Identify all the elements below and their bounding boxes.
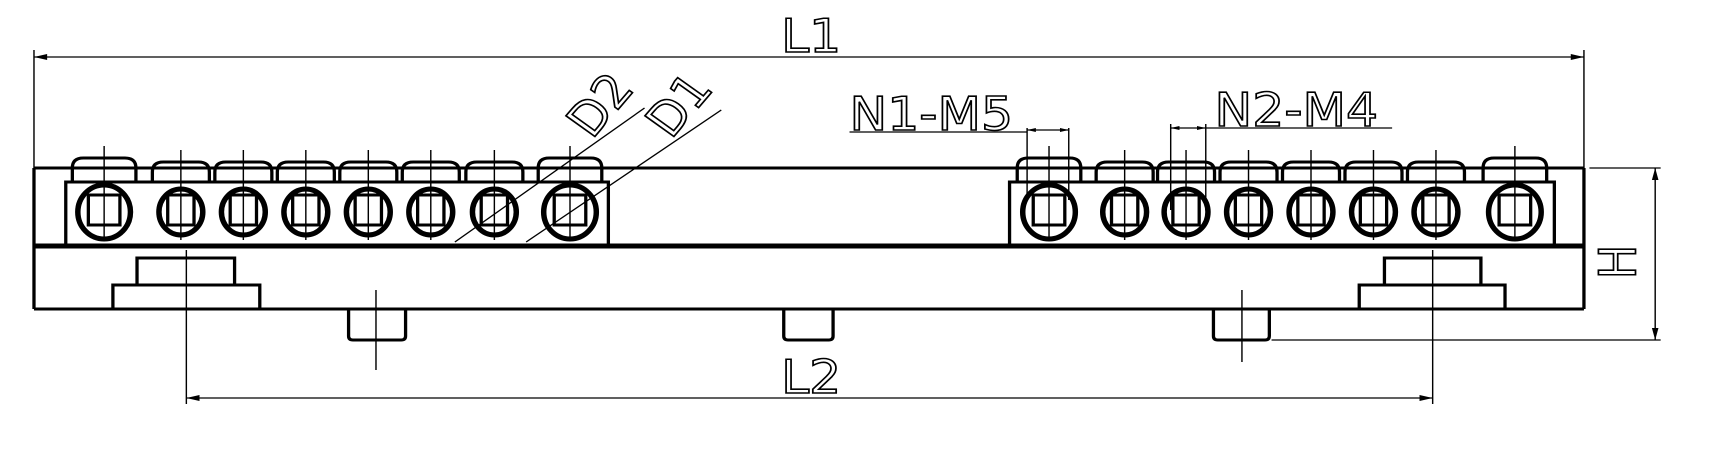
label-n1-m5: N1-M5 <box>850 88 1014 141</box>
label-l1: L1 <box>781 10 841 63</box>
terminal-large <box>536 146 604 242</box>
dimension-l1: L1 <box>33 9 1585 168</box>
terminal-small <box>1094 150 1155 240</box>
terminal-large <box>1481 146 1549 242</box>
terminal-small <box>338 150 399 240</box>
label-d2: D2 <box>556 63 646 147</box>
right-terminal-block <box>1007 146 1556 248</box>
busbar-body <box>32 166 1586 311</box>
label-l2: L2 <box>781 351 841 404</box>
terminal-small <box>213 150 274 240</box>
terminal-small <box>464 150 525 240</box>
terminal-small <box>1405 150 1467 240</box>
dimension-l2: L2 <box>186 350 1433 405</box>
terminal-large <box>70 146 138 242</box>
left-terminal-block <box>64 146 611 248</box>
terminal-small <box>275 150 336 240</box>
label-d1: D1 <box>635 63 725 147</box>
label-n2-m4: N2-M4 <box>1215 84 1379 137</box>
label-h: H <box>1589 245 1648 280</box>
dimension-d2: D2 <box>454 62 646 243</box>
terminal-small <box>1218 150 1279 240</box>
terminal-small <box>1155 150 1217 240</box>
terminal-small <box>400 150 461 240</box>
terminal-small <box>1280 150 1342 240</box>
dimension-h: H <box>1271 167 1661 341</box>
terminal-large <box>1015 146 1083 242</box>
dimension-n2-m4: N2-M4 <box>1169 83 1393 210</box>
terminal-small <box>150 150 212 240</box>
bottom-tabs <box>346 290 1271 370</box>
right-mount-foot <box>1357 250 1507 404</box>
terminal-small <box>1343 150 1404 240</box>
left-mount-foot <box>111 250 262 404</box>
dimension-n1-m5: N1-M5 <box>849 87 1070 200</box>
